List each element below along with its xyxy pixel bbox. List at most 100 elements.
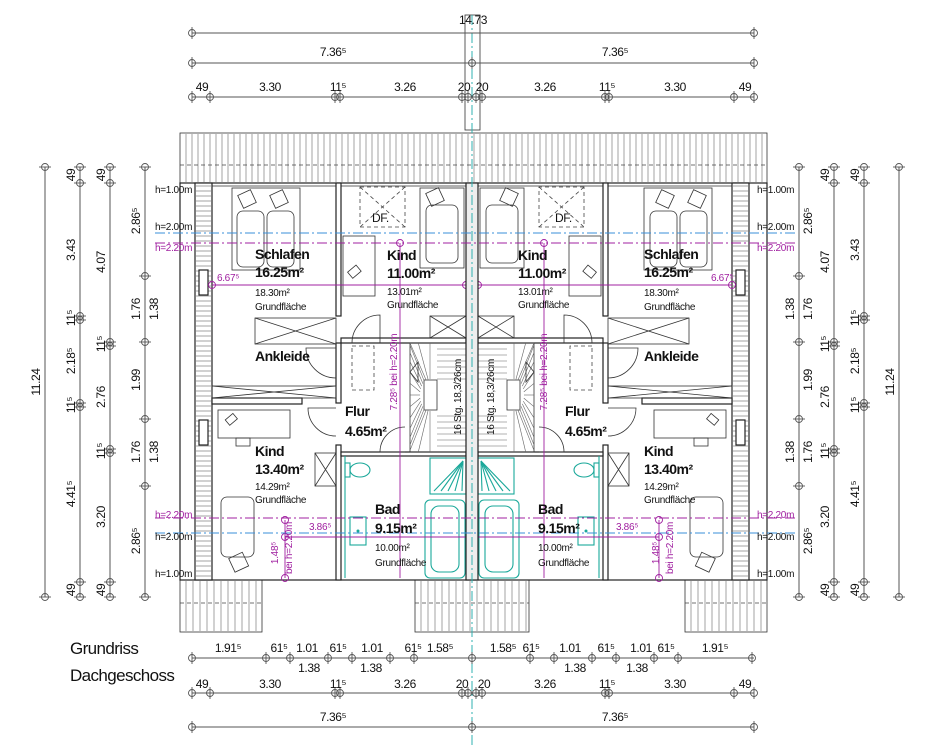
bathtub-inner: [430, 505, 460, 573]
floor-area: 10.00m²: [375, 543, 411, 554]
pillow-icon: [237, 189, 257, 209]
stair-newel: [423, 379, 438, 411]
dimension-label: 1.91⁵: [702, 641, 729, 655]
dimension-tick: [281, 574, 289, 582]
pillow-icon: [499, 187, 519, 207]
room-area: 11.00m²: [518, 265, 567, 281]
shower-line: [461, 460, 464, 492]
attic-ladder-outline: [569, 345, 593, 391]
dimension-label: 6.67⁵: [711, 273, 733, 284]
dimension-label: 7.36⁵: [602, 45, 629, 59]
wardrobe: [254, 317, 337, 345]
dimension-label: 1.01: [361, 641, 383, 655]
dimension-label: 11⁵: [330, 677, 347, 691]
dimension-label: 20: [456, 677, 469, 691]
floor-area-label: Grundfläche: [375, 558, 427, 569]
dimension-label: 11⁵: [818, 442, 832, 459]
floor-area: 14.29m²: [255, 482, 291, 493]
stair-label: 16 Stg. 18,3/26cm: [453, 359, 464, 435]
dimension-label: 49: [64, 168, 78, 181]
room-name: Kind: [518, 247, 547, 263]
wall: [211, 397, 303, 405]
dimension-label: 11⁵: [848, 396, 862, 413]
room-name: Kind: [255, 443, 284, 459]
stair-tread: [409, 397, 421, 407]
chair-icon: [347, 264, 362, 279]
chair-icon: [706, 412, 720, 426]
stair-label: 16 Stg. 18,3/26cm: [486, 359, 497, 435]
stair-tread: [409, 352, 424, 384]
dimension-label: 7.28⁵ bei h=2.20m: [539, 334, 550, 411]
height-label: h=2.20m: [757, 243, 794, 254]
floor-area: 14.29m²: [644, 482, 680, 493]
dimension-label: 1.99: [801, 368, 815, 390]
dimension-label: 1.58⁵: [490, 641, 517, 655]
height-label: h=2.00m: [757, 222, 794, 233]
dimension-label: 3.30: [664, 80, 686, 94]
wall: [340, 337, 467, 344]
height-label: h=1.00m: [155, 185, 192, 196]
dimension-label: 61⁵: [522, 641, 540, 655]
desk-icon: [217, 409, 291, 439]
room-name: Ankleide: [255, 348, 310, 364]
dimension-tick: [655, 574, 663, 582]
dimension-label: 4.41⁵: [64, 480, 78, 507]
stair-tread: [409, 361, 422, 387]
height-label: h=1.00m: [757, 185, 794, 196]
stair-tread: [517, 409, 535, 451]
dimension-label: 11⁵: [599, 80, 616, 94]
door-swing: [563, 314, 593, 344]
chair-icon: [693, 437, 709, 447]
dimension-label: 1.38: [564, 661, 586, 675]
wardrobe: [607, 317, 690, 345]
bathtub-inner: [484, 505, 514, 573]
height-label: h=2.00m: [757, 532, 794, 543]
dimension-label: bei h=2.20m: [284, 522, 295, 574]
stair-tread: [520, 352, 535, 384]
dimension-label: 3.30: [664, 677, 686, 691]
stair-tread: [409, 409, 427, 451]
sink-icon: [349, 516, 367, 546]
dimension-label: 61⁵: [597, 641, 615, 655]
room-name: Flur: [345, 403, 370, 419]
chair-icon: [224, 412, 238, 426]
room-name: Bad: [538, 501, 563, 517]
dimension-label: 61⁵: [657, 641, 675, 655]
stair-arrow: [525, 360, 535, 384]
bed-icon: [679, 210, 708, 268]
stair-tread: [409, 400, 422, 419]
dimension-label: 1.38: [626, 661, 648, 675]
door-swing: [379, 426, 406, 453]
dimension-label: 61⁵: [404, 641, 422, 655]
dimension-label: 2.18⁵: [848, 347, 862, 374]
dimension-label: 1.38: [360, 661, 382, 675]
floor-area-label: Grundfläche: [255, 495, 307, 506]
room-name: Kind: [387, 247, 416, 263]
floor-area: 13.01m²: [387, 287, 423, 298]
dimension-label: 1.38: [783, 440, 797, 462]
wall: [340, 451, 467, 457]
floor-area-label: Grundfläche: [644, 495, 696, 506]
room-area: 4.65m²: [345, 423, 387, 439]
stair-tread: [409, 406, 424, 438]
bed-frame: [419, 187, 465, 269]
pillow-icon: [694, 551, 716, 573]
dimension-label: 3.30: [259, 677, 281, 691]
skylight-cross: [359, 186, 406, 228]
stair-tread: [515, 410, 526, 453]
dimension-label: 20: [458, 80, 471, 94]
room-area: 13.40m²: [255, 461, 304, 477]
bed-icon: [220, 496, 255, 558]
wall: [602, 444, 609, 581]
height-label: h=2.00m: [155, 532, 192, 543]
dimension-label: 3.20: [818, 505, 832, 527]
dimension-label: 1.01: [296, 641, 318, 655]
door-swing: [351, 314, 381, 344]
height-label: h=2.20m: [757, 510, 794, 521]
dimension-label: 49: [196, 80, 209, 94]
dimension-label: 49: [94, 583, 108, 596]
shower-line: [440, 460, 464, 492]
height-label: h=1.00m: [757, 569, 794, 580]
faucet-icon: [356, 529, 360, 533]
dimension-label: 3.26: [534, 677, 556, 691]
